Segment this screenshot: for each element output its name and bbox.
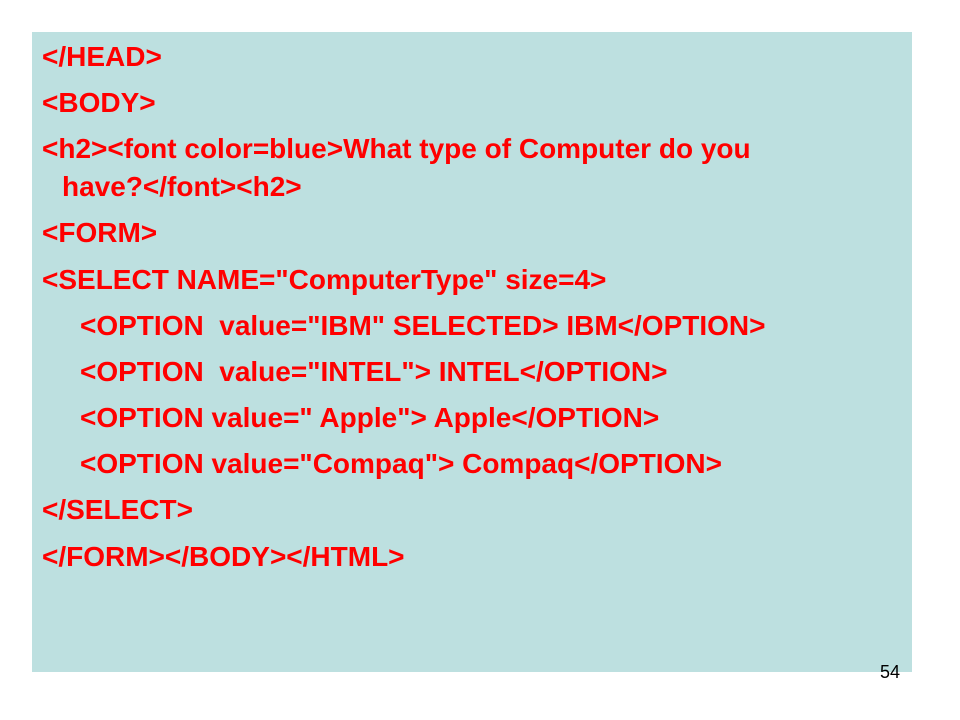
code-line-option-apple: <OPTION value=" Apple"> Apple</OPTION> [80,402,660,433]
code-line-form-open: <FORM> [42,217,158,248]
code-line-body-open: <BODY> [42,87,156,118]
page-number: 54 [880,662,901,682]
code-line-select-open: <SELECT NAME="ComputerType" size=4> [42,264,607,295]
code-line-option-ibm: <OPTION value="IBM" SELECTED> IBM</OPTIO… [80,310,766,341]
code-line-option-compaq: <OPTION value="Compaq"> Compaq</OPTION> [80,448,722,479]
code-slide-panel [32,32,912,672]
code-line-h2-font-cont: have?</font><h2> [62,171,302,202]
code-line-closing-tags: </FORM></BODY></HTML> [42,541,405,572]
code-line-select-close: </SELECT> [42,494,193,525]
code-line-head-close: </HEAD> [42,41,162,72]
code-line-option-intel: <OPTION value="INTEL"> INTEL</OPTION> [80,356,668,387]
code-line-h2-font: <h2><font color=blue>What type of Comput… [42,133,751,164]
